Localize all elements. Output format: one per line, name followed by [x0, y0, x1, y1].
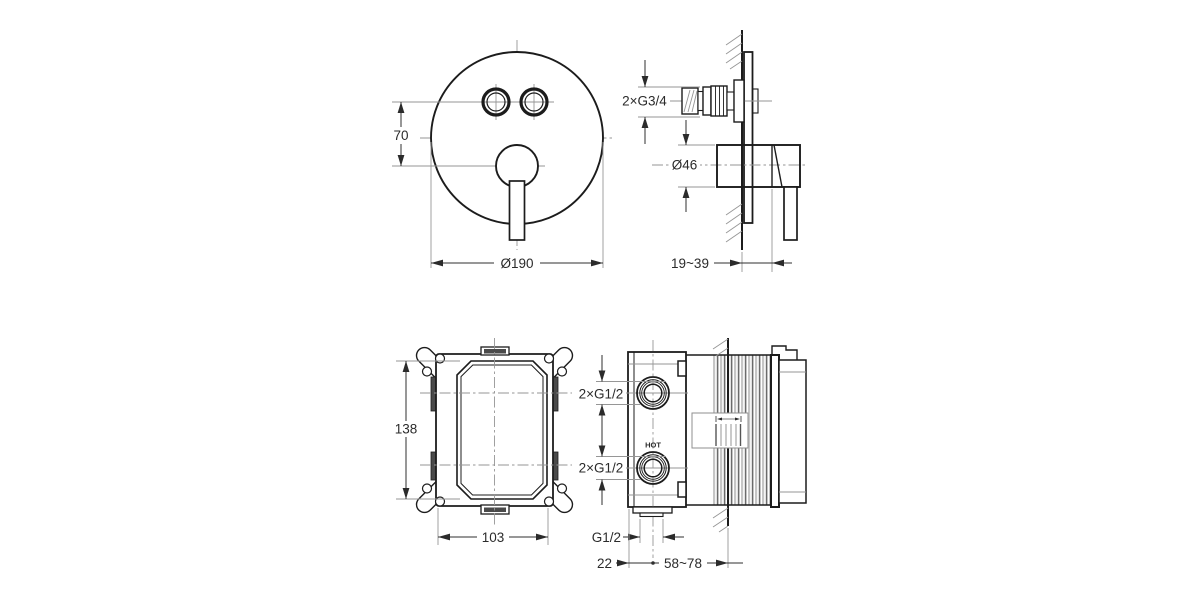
dim-label-103: 103 [482, 530, 505, 545]
box-bottom-tab [480, 504, 510, 515]
trim-front-view: 70 Ø190 [389, 40, 614, 272]
dim-label-d46: Ø46 [672, 158, 698, 173]
wall-hatch-top [712, 338, 729, 357]
depth-scale-sticker [691, 412, 749, 449]
dim-label-1939: 19~39 [671, 256, 709, 271]
wall-hatch-top [725, 33, 743, 70]
box-side-view: HOT 2×G1/2 2×G1/2 G1/2 [576, 338, 807, 571]
wall-hatch-bottom [712, 507, 729, 533]
dim-label-22: 22 [597, 556, 612, 571]
dim-label-70: 70 [393, 128, 408, 143]
dim-label-2xg12-top: 2×G1/2 [579, 387, 624, 402]
dim-label-138: 138 [395, 422, 418, 437]
trim-plate-side [743, 51, 754, 224]
dim-label-5878: 58~78 [664, 556, 702, 571]
wall-hatch-bottom [725, 203, 743, 243]
dim-label-g12: G1/2 [592, 530, 621, 545]
shower-outlet-connector [652, 79, 772, 123]
dim-label-d190: Ø190 [500, 256, 533, 271]
box-top-tab [480, 346, 510, 356]
dim-label-2xg12-bottom: 2×G1/2 [579, 461, 624, 476]
valve-back-housing [778, 359, 807, 504]
screw-holes [421, 353, 568, 507]
handle-lever-side [783, 186, 798, 241]
trim-side-view: 2×G3/4 Ø46 19~39 [619, 30, 808, 272]
inlet-port-top [636, 376, 670, 410]
box-front-view: 138 103 [391, 338, 574, 545]
diverter-button-right [519, 87, 549, 117]
box-body-opening [456, 360, 548, 500]
diverter-button-left [481, 87, 511, 117]
bottom-outlet-stub [632, 506, 673, 514]
handle-body-side [716, 144, 801, 241]
handle-lever [508, 180, 526, 241]
guard-back-plate [770, 354, 780, 508]
dim-label-2xg34: 2×G3/4 [622, 94, 667, 109]
hot-marking: HOT [645, 441, 661, 450]
